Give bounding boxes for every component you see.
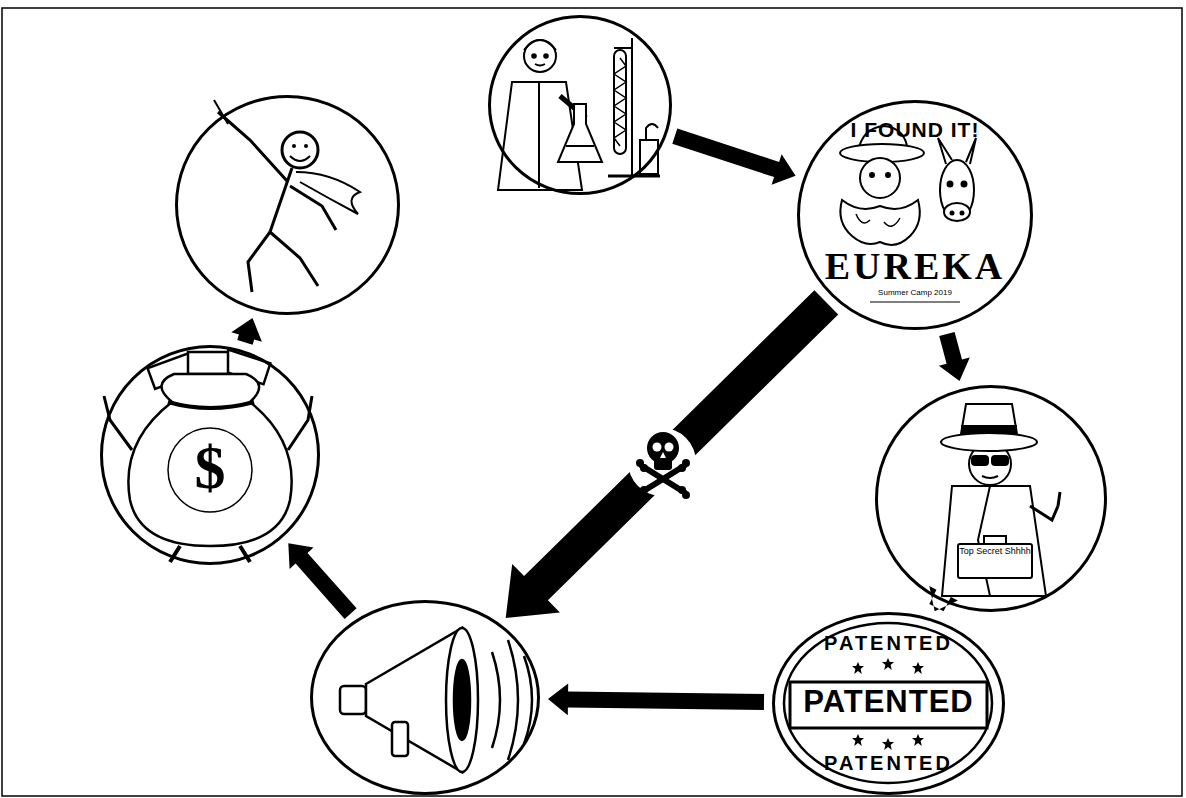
small-print: Summer Camp 2019 xyxy=(797,289,1033,298)
eureka-title: EUREKA xyxy=(797,246,1033,288)
block-arrow xyxy=(548,683,764,715)
frame xyxy=(2,8,1182,796)
circle-border xyxy=(312,602,539,794)
circle-border xyxy=(177,97,399,314)
block-arrow xyxy=(288,543,356,619)
stamp-arc-text: PATENTED xyxy=(772,632,1005,654)
megaphone-drawing xyxy=(340,628,532,772)
scientist-circle xyxy=(488,15,672,195)
spy-circle: Top Secret Shhhh xyxy=(875,385,1107,612)
block-arrow xyxy=(929,586,958,611)
stamp-band-text: PATENTED xyxy=(790,685,987,719)
skull-symbol xyxy=(628,428,696,499)
spy-drawing xyxy=(941,404,1060,596)
circle-border xyxy=(877,387,1106,611)
block-arrow xyxy=(506,290,839,618)
stamp-arc-text: PATENTED xyxy=(772,752,1005,774)
briefcase-label: Top Secret Shhhh xyxy=(958,547,1032,557)
circle-outline xyxy=(310,600,540,795)
block-arrow xyxy=(672,129,795,185)
block-arrow xyxy=(939,332,970,381)
eureka-circle: I FOUND IT! EUREKASummer Camp 2019 xyxy=(797,100,1033,330)
scientist-drawing xyxy=(498,38,660,190)
money-circle: $ xyxy=(100,345,320,565)
circle-outline xyxy=(875,385,1107,612)
runner-drawing xyxy=(214,100,360,292)
circle-outline xyxy=(175,95,400,315)
patent-circle: PATENTED PATENTED PATENTED xyxy=(772,612,1005,795)
circle-outline xyxy=(488,15,672,195)
success-circle xyxy=(175,95,400,315)
megaphone-circle xyxy=(310,600,540,795)
dollar-sign: $ xyxy=(100,433,320,501)
block-arrow xyxy=(231,318,262,345)
speech-text: I FOUND IT! xyxy=(797,118,1033,141)
circle-border xyxy=(490,17,671,194)
